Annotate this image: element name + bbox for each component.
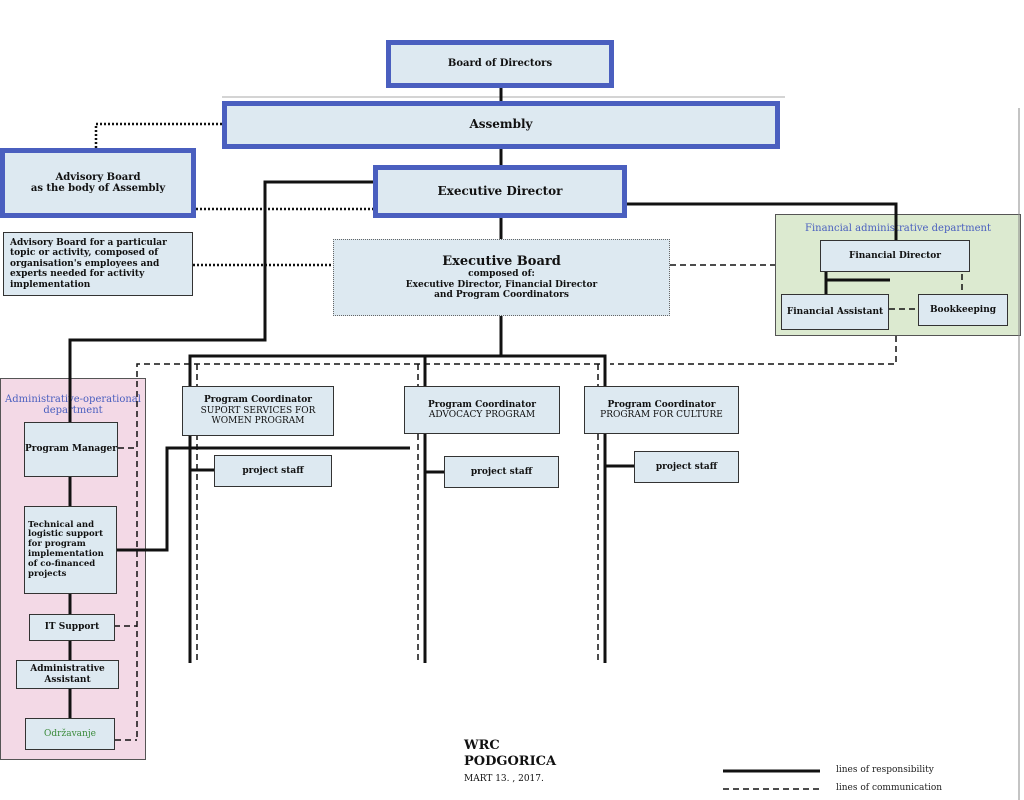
project-staff-women-box: project staff: [214, 455, 332, 487]
it-support-box: IT Support: [29, 614, 115, 641]
advisory-board-assembly-line1: Advisory Board: [55, 171, 141, 183]
maintenance-label: Održavanje: [44, 728, 96, 739]
executive-board-box: Executive Board composed of: Executive D…: [333, 239, 670, 316]
legend-communication-label: lines of communication: [836, 783, 943, 793]
executive-director-label: Executive Director: [437, 183, 563, 198]
project-staff-culture-label: project staff: [655, 461, 718, 472]
financial-assistant-box: Financial Assistant: [781, 294, 889, 330]
executive-director-box: Executive Director: [373, 165, 627, 218]
administrative-assistant-label: Administrative Assistant: [30, 664, 105, 685]
coordinator-advocacy-program-box: Program Coordinator ADVOCACY PROGRAM: [404, 386, 560, 434]
financial-director-label: Financial Director: [848, 250, 942, 261]
organization-name-line1: WRC: [464, 738, 500, 753]
coordinator-women-line1: Program Coordinator: [204, 395, 312, 406]
technical-support-label: Technical and logistic support for progr…: [28, 519, 104, 579]
advisory-board-assembly-line2: as the body of Assembly: [30, 183, 166, 194]
executive-board-title: Executive Board: [442, 253, 561, 269]
financial-director-box: Financial Director: [820, 240, 970, 272]
coordinator-culture-program-box: Program Coordinator PROGRAM FOR CULTURE: [584, 386, 739, 434]
project-staff-women-label: project staff: [242, 465, 304, 476]
board-of-directors-box: Board of Directors: [386, 40, 614, 88]
executive-board-line3: and Program Coordinators: [434, 290, 569, 301]
advisory-board-topic-box: Advisory Board for a particular topic or…: [3, 232, 193, 296]
advisory-board-topic-label: Advisory Board for a particular topic or…: [10, 238, 167, 290]
bookkeeping-box: Bookkeeping: [918, 294, 1008, 326]
project-staff-advocacy-box: project staff: [444, 456, 559, 488]
legend-responsibility-label: lines of responsibility: [836, 765, 934, 775]
financial-assistant-label: Financial Assistant: [786, 306, 884, 317]
program-manager-label: Program Manager: [25, 444, 117, 455]
coordinator-women-program-box: Program Coordinator SUPORT SERVICES FOR …: [182, 386, 334, 436]
program-manager-box: Program Manager: [24, 422, 118, 477]
organization-name: WRC PODGORICA: [464, 738, 556, 771]
advisory-board-assembly-box: Advisory Board as the body of Assembly: [0, 148, 196, 218]
admin-department-title: Administrative-operational department: [5, 394, 141, 416]
administrative-assistant-box: Administrative Assistant: [16, 660, 119, 689]
organization-name-line2: PODGORICA: [464, 754, 557, 770]
coordinator-advocacy-line2: ADVOCACY PROGRAM: [428, 410, 536, 420]
executive-board-line2: Executive Director, Financial Director: [405, 279, 598, 290]
maintenance-box: Održavanje: [25, 718, 115, 750]
it-support-label: IT Support: [44, 622, 100, 633]
coordinator-culture-line1: Program Coordinator: [607, 399, 716, 410]
chart-date: MART 13. , 2017.: [464, 774, 544, 784]
project-staff-advocacy-label: project staff: [470, 466, 533, 477]
coordinator-women-line2: SUPORT SERVICES FOR WOMEN PROGRAM: [200, 405, 316, 427]
assembly-box: Assembly: [222, 101, 780, 149]
executive-board-line1: composed of:: [468, 269, 535, 280]
coordinator-culture-line2: PROGRAM FOR CULTURE: [600, 410, 723, 420]
assembly-label: Assembly: [469, 117, 533, 132]
technical-support-box: Technical and logistic support for progr…: [24, 506, 117, 594]
financial-department-title: Financial administrative department: [805, 223, 991, 234]
coordinator-advocacy-line1: Program Coordinator: [428, 399, 536, 410]
board-of-directors-label: Board of Directors: [447, 58, 553, 70]
project-staff-culture-box: project staff: [634, 451, 739, 483]
bookkeeping-label: Bookkeeping: [929, 304, 997, 315]
